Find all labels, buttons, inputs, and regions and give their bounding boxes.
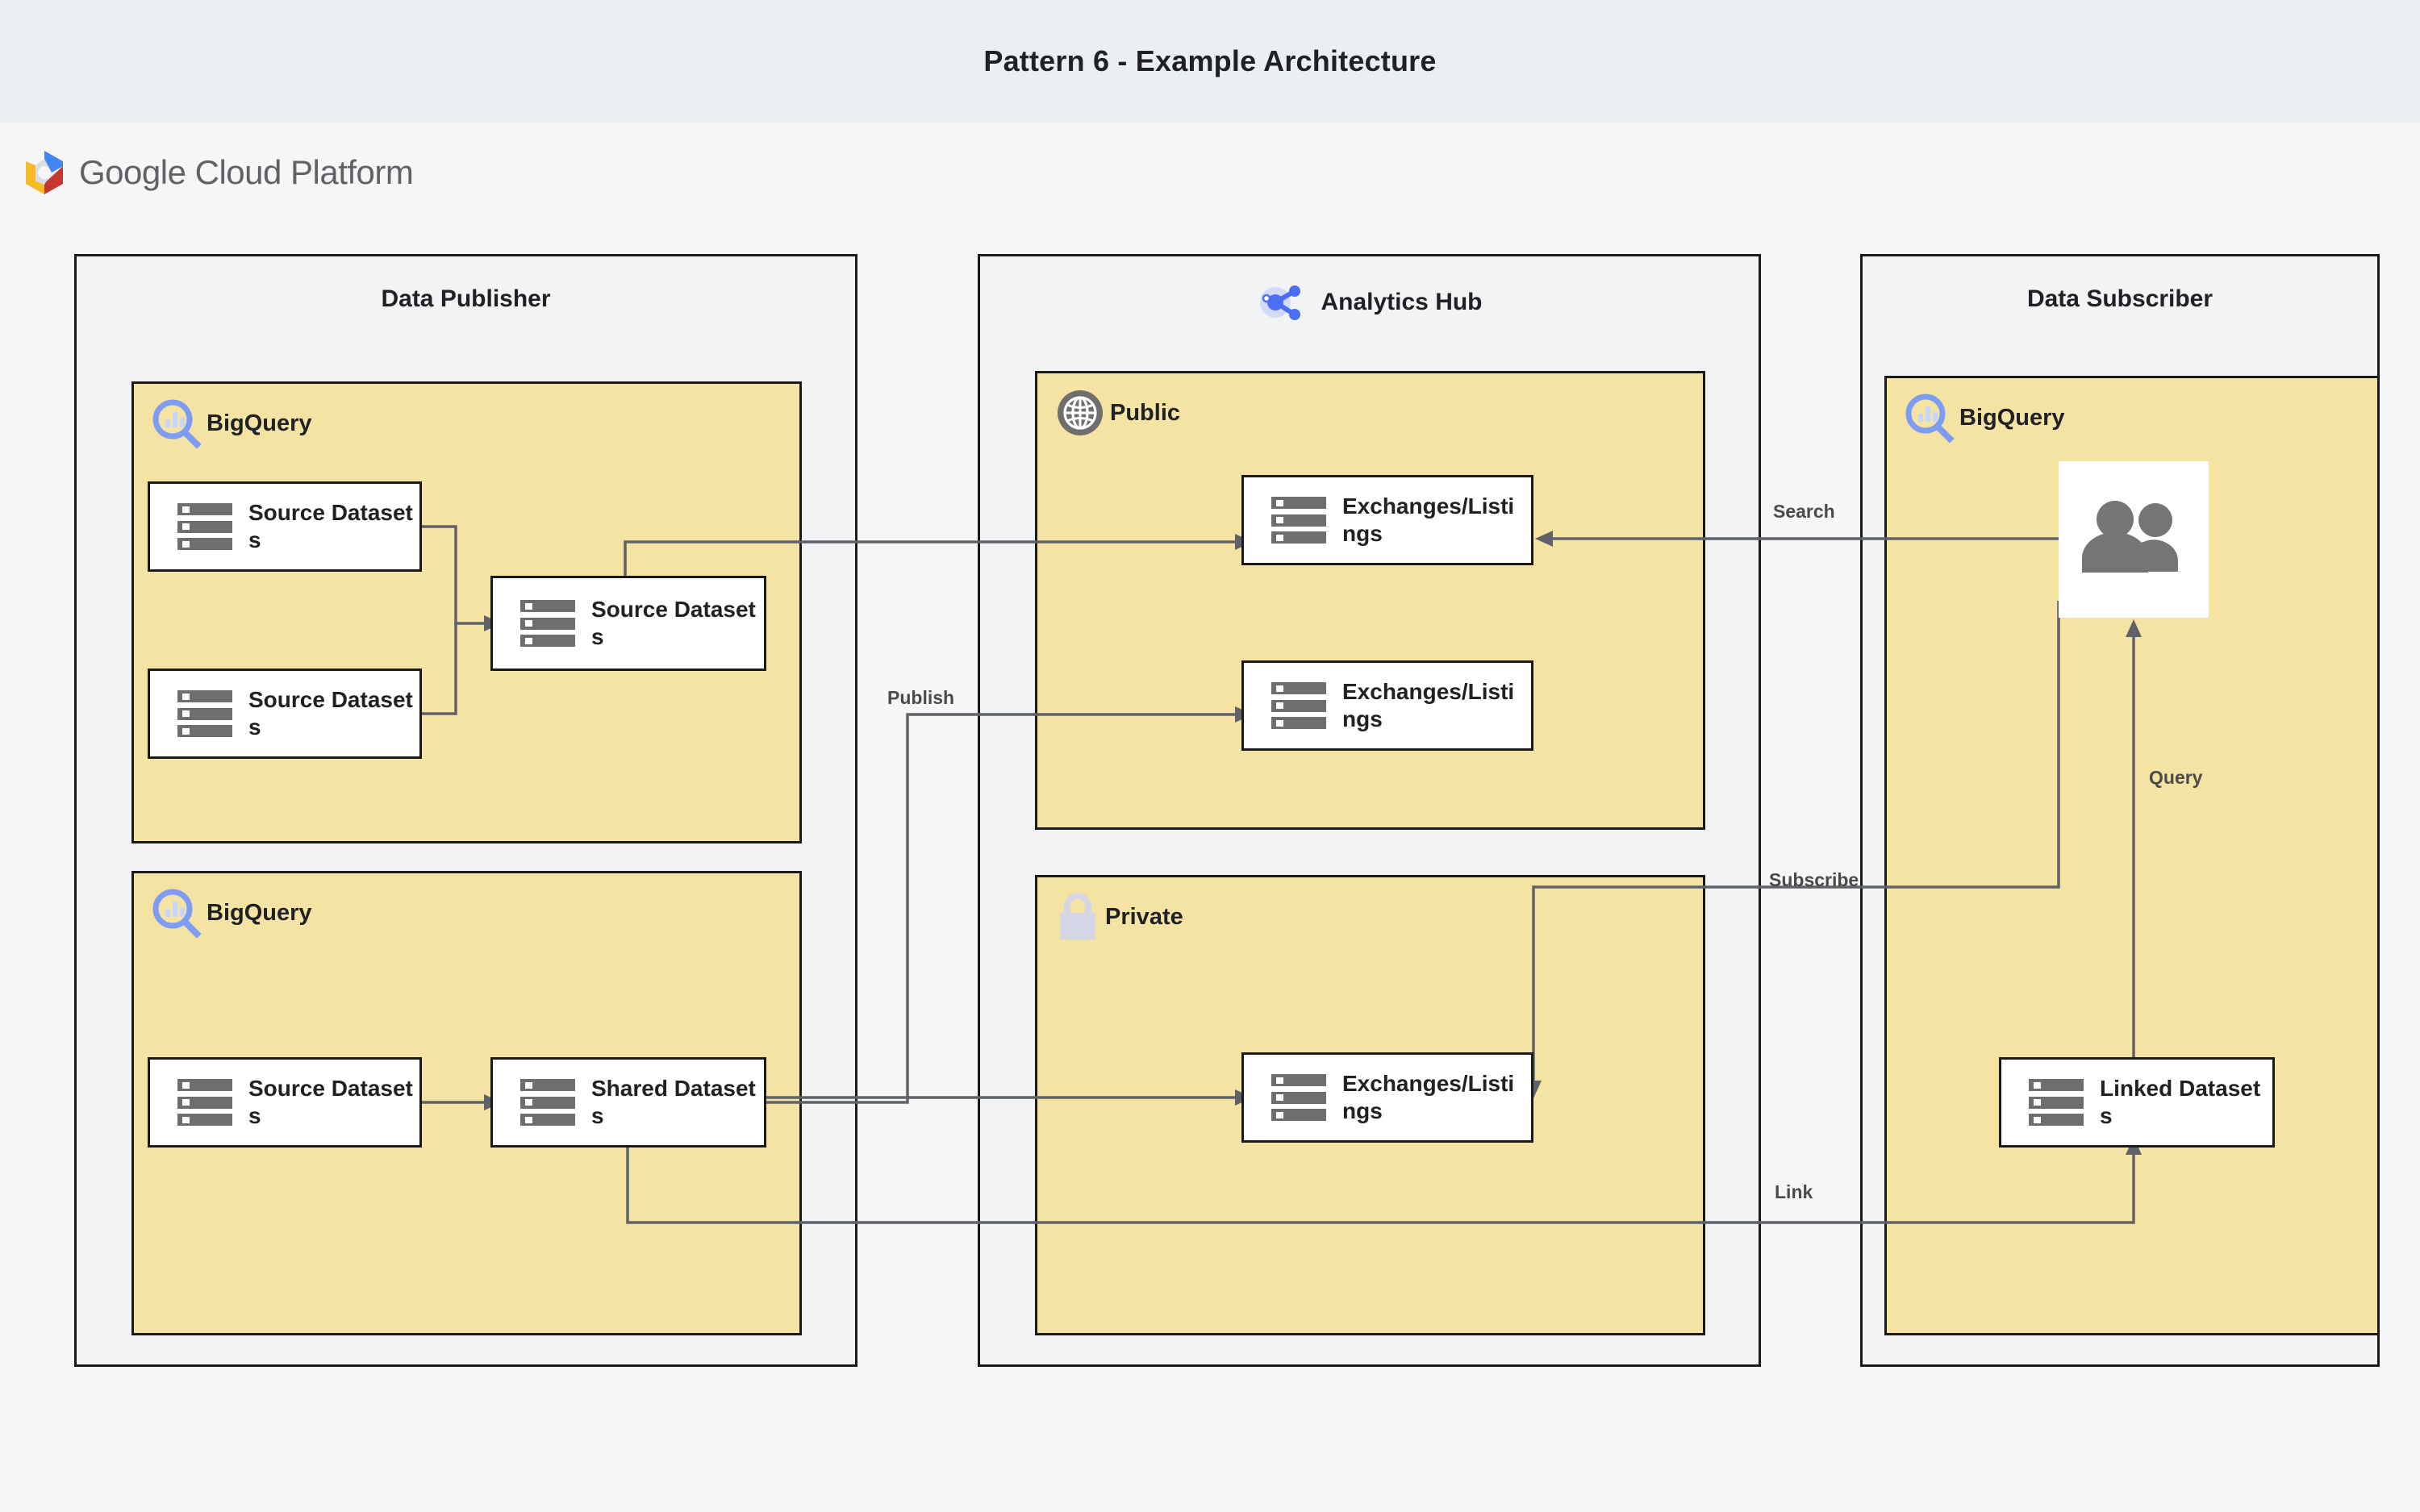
panel-label: Private [1105,903,1183,930]
node-label: Exchanges/Listings [1342,678,1515,731]
bigquery-icon [152,889,202,938]
node-label: Shared Datasets [591,1075,756,1128]
node-subscriber-users[interactable] [2059,461,2209,618]
analytics-hub-icon [1260,285,1301,320]
panel-header: Public [1055,388,1180,438]
edge-label-subscribe: Subscribe [1769,869,1859,890]
edge-label-query: Query [2149,767,2203,788]
datasets-icon [1271,1074,1326,1121]
title-bar: Pattern 6 - Example Architecture [0,0,2420,123]
node-label: Exchanges/Listings [1342,493,1515,546]
bigquery-icon [152,399,202,448]
users-icon [2082,501,2179,573]
node-source-datasets-3[interactable]: Source Datasets [148,1057,422,1148]
datasets-icon [177,1079,232,1126]
edge-label-publish: Publish [887,687,955,708]
panel-label: Public [1110,399,1181,426]
lock-icon [1060,893,1095,939]
datasets-icon [177,503,232,550]
datasets-icon [520,600,575,647]
datasets-icon [1271,682,1326,729]
node-label: Source Datasets [248,1075,413,1128]
panel-header: Private [1055,892,1183,942]
node-label: Linked Datasets [2100,1075,2261,1128]
bigquery-icon [1905,394,1955,443]
node-shared-datasets[interactable]: Shared Datasets [490,1057,766,1148]
gcp-logo-text: Google Cloud Platform [79,153,414,192]
datasets-icon [1271,497,1326,544]
datasets-icon [177,690,232,737]
panel-header: BigQuery [152,398,312,448]
google-cloud-hexagon-icon [26,151,63,194]
panel-public[interactable]: Public [1035,371,1705,830]
panel-header: BigQuery [1905,393,2065,443]
node-label: Source Datasets [248,499,413,552]
edge-label-search: Search [1773,501,1835,522]
node-source-datasets-merged[interactable]: Source Datasets [490,576,766,671]
node-exchanges-listings-private[interactable]: Exchanges/Listings [1241,1052,1533,1143]
edge-label-link: Link [1775,1181,1813,1202]
node-label: Exchanges/Listings [1342,1070,1515,1123]
page-title: Pattern 6 - Example Architecture [983,44,1437,77]
zone-title-data-publisher: Data Publisher [381,285,551,312]
datasets-icon [2029,1079,2084,1126]
zone-title-analytics-hub: Analytics Hub [1321,289,1483,315]
panel-header: BigQuery [152,888,312,938]
panel-label: BigQuery [1959,404,2065,431]
zone-title-data-subscriber: Data Subscriber [2026,285,2213,312]
gcp-logo-text-google: Google [79,153,186,191]
gcp-logo: Google Cloud Platform [23,149,414,196]
panel-label: BigQuery [207,899,312,926]
gcp-logo-text-cloud-platform: Cloud Platform [194,153,414,191]
zone-title-analytics-hub-wrap: Analytics Hub [980,277,1759,327]
node-source-datasets-1[interactable]: Source Datasets [148,481,422,572]
globe-icon [1058,390,1103,435]
node-label: Source Datasets [248,686,413,739]
node-exchanges-listings-public-1[interactable]: Exchanges/Listings [1241,475,1533,565]
datasets-icon [520,1079,575,1126]
panel-label: BigQuery [207,410,312,436]
node-exchanges-listings-public-2[interactable]: Exchanges/Listings [1241,660,1533,751]
node-linked-datasets[interactable]: Linked Datasets [1999,1057,2275,1148]
node-source-datasets-2[interactable]: Source Datasets [148,669,422,759]
node-label: Source Datasets [591,596,756,649]
